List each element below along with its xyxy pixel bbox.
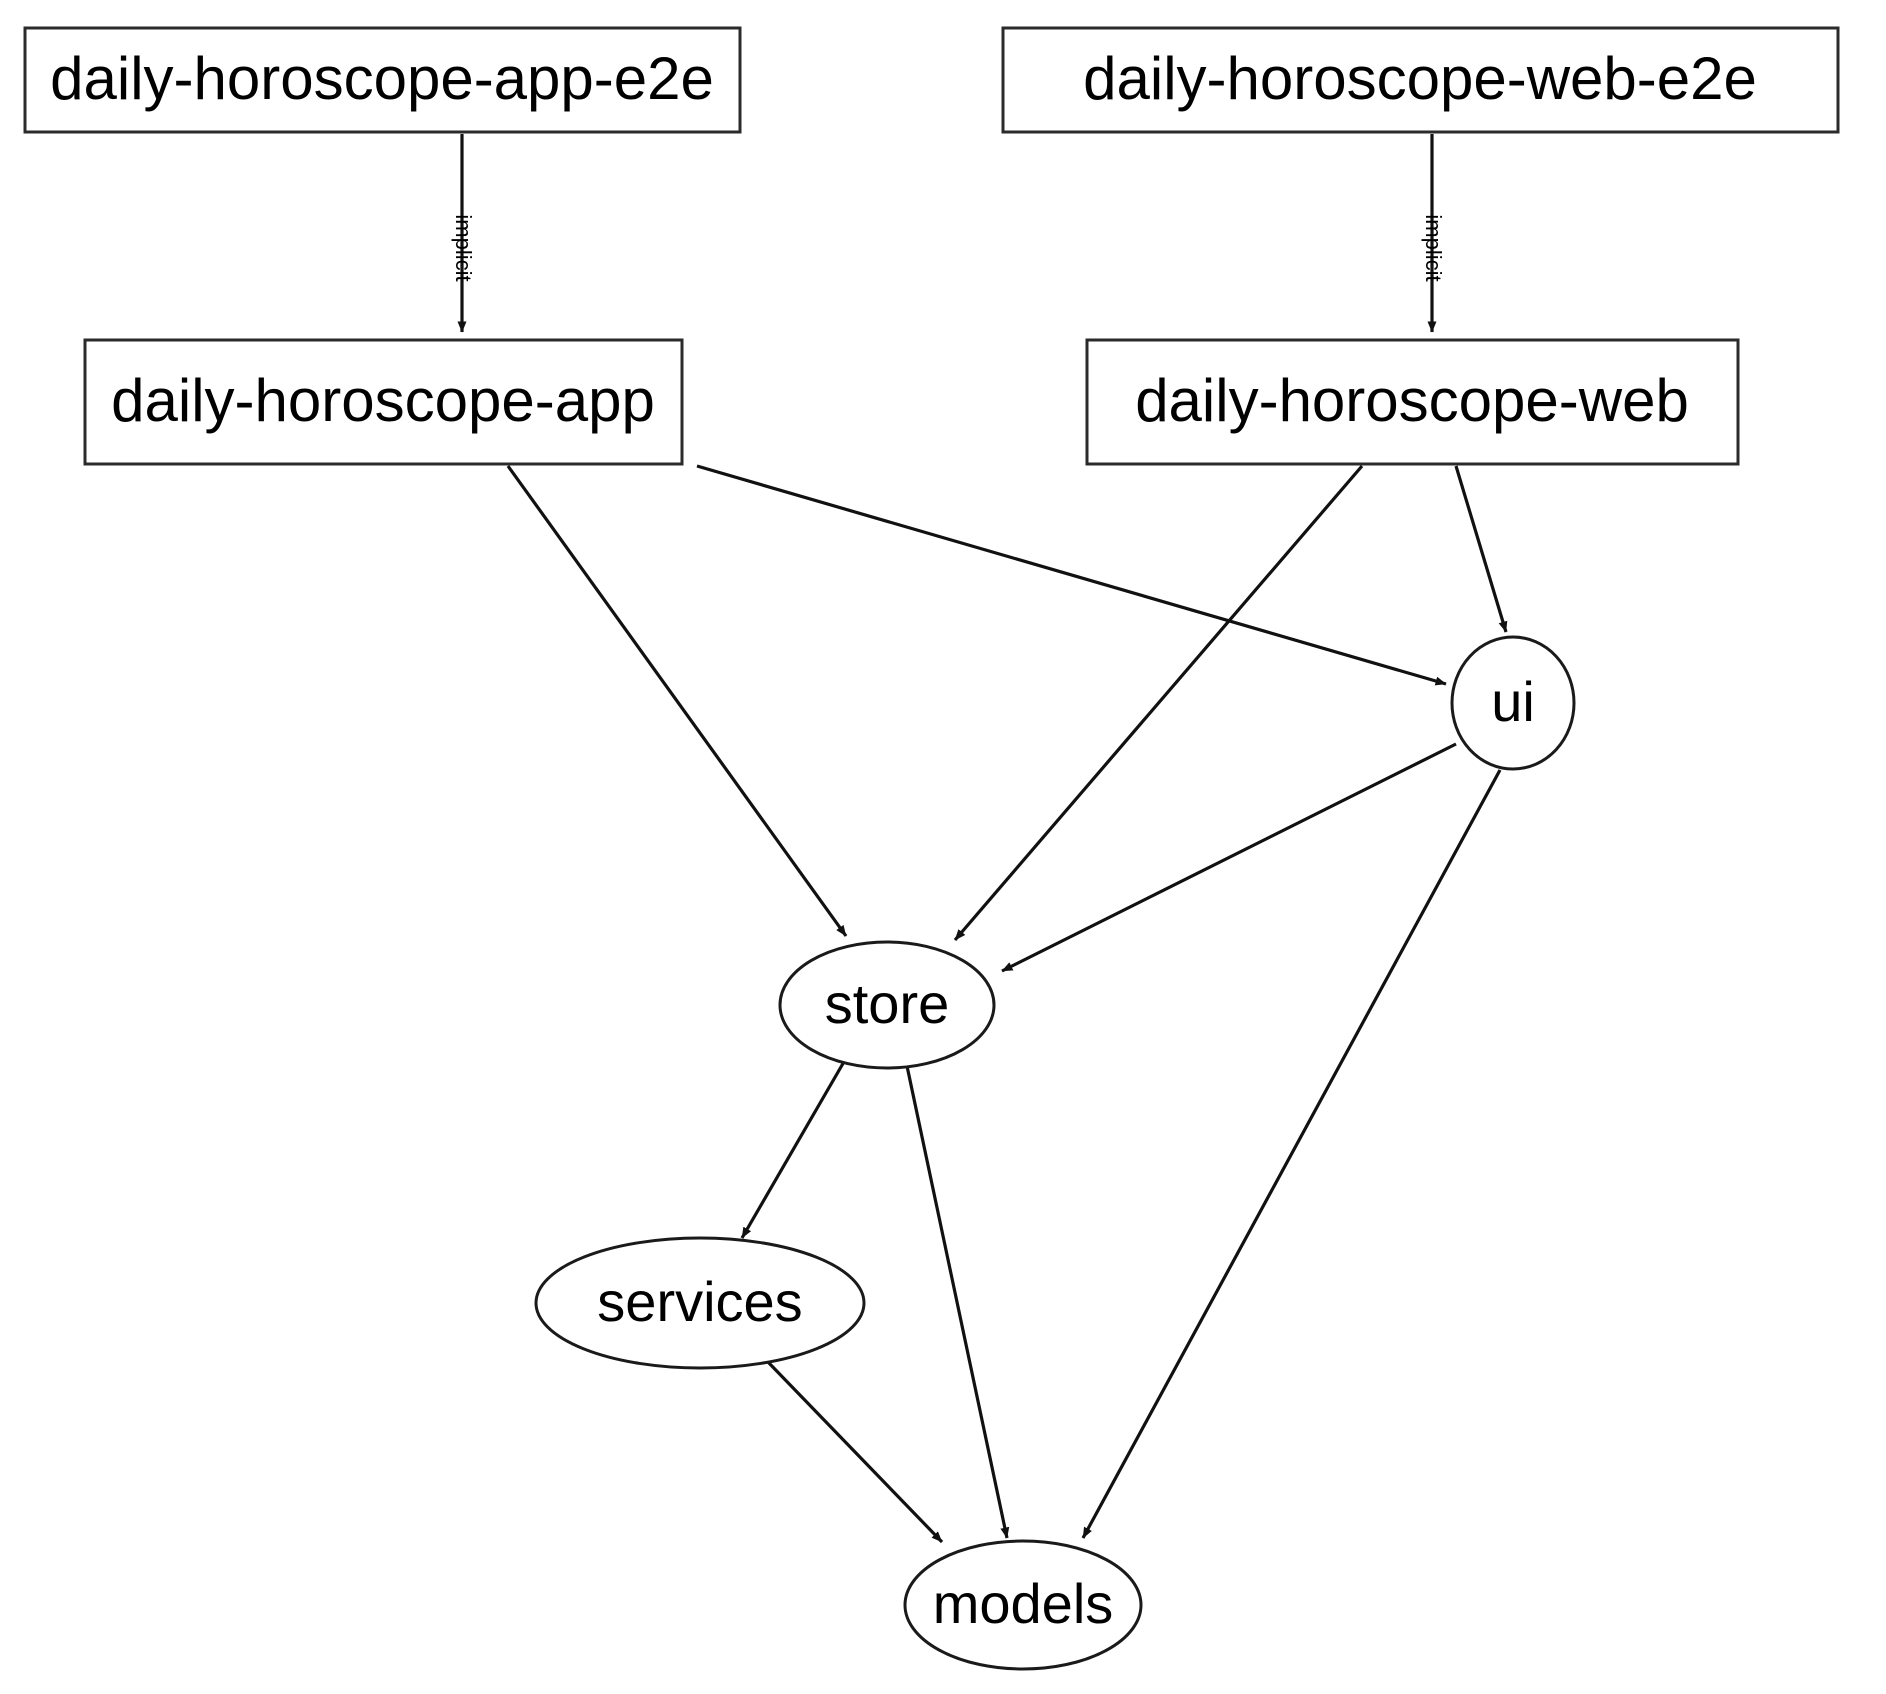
- node-shape-daily-horoscope-web: [1085, 338, 1740, 466]
- node-shape-ui: [1450, 635, 1576, 771]
- edge-web-to-store: [953, 464, 1364, 942]
- edges-layer: [457, 134, 1508, 1544]
- node-shape-daily-horoscope-web-e2e: [1001, 26, 1840, 134]
- node-label-daily-horoscope-web: daily-horoscope-web: [1135, 367, 1689, 434]
- node-daily-horoscope-app[interactable]: daily-horoscope-app: [83, 338, 684, 466]
- node-store[interactable]: store: [778, 940, 996, 1070]
- edge-app-to-ui: [696, 464, 1447, 686]
- node-services[interactable]: services: [534, 1236, 866, 1370]
- node-label-services: services: [597, 1270, 802, 1333]
- node-shape-models: [903, 1539, 1143, 1671]
- node-label-ui: ui: [1491, 670, 1535, 733]
- edge-ui-to-store: [1001, 742, 1457, 973]
- node-shape-daily-horoscope-app-e2e: [23, 26, 742, 134]
- node-shape-daily-horoscope-app: [83, 338, 684, 466]
- node-daily-horoscope-web[interactable]: daily-horoscope-web: [1085, 338, 1740, 466]
- node-label-daily-horoscope-app: daily-horoscope-app: [111, 367, 655, 434]
- edge-store-to-services: [740, 1059, 847, 1239]
- edge-app-to-store: [506, 465, 848, 937]
- edge-labels-layer: implicit implicit: [451, 214, 1446, 281]
- edge-store-to-models: [905, 1065, 1010, 1539]
- edge-ui-to-models: [1081, 769, 1502, 1539]
- node-shape-services: [534, 1236, 866, 1370]
- edge-label-web-e2e-to-web: implicit: [1421, 214, 1446, 281]
- node-shape-store: [778, 940, 996, 1070]
- node-daily-horoscope-web-e2e[interactable]: daily-horoscope-web-e2e: [1001, 26, 1840, 134]
- edge-services-to-models: [766, 1360, 944, 1544]
- node-models[interactable]: models: [903, 1539, 1143, 1671]
- node-ui[interactable]: ui: [1450, 635, 1576, 771]
- node-daily-horoscope-app-e2e[interactable]: daily-horoscope-app-e2e: [23, 26, 742, 134]
- node-label-store: store: [825, 972, 950, 1035]
- node-label-daily-horoscope-app-e2e: daily-horoscope-app-e2e: [50, 45, 714, 112]
- node-label-models: models: [933, 1572, 1114, 1635]
- node-label-daily-horoscope-web-e2e: daily-horoscope-web-e2e: [1083, 45, 1757, 112]
- nodes-layer: daily-horoscope-app-e2e daily-horoscope-w…: [23, 26, 1840, 1671]
- edge-web-to-ui: [1454, 465, 1508, 633]
- edge-label-app-e2e-to-app: implicit: [451, 214, 476, 281]
